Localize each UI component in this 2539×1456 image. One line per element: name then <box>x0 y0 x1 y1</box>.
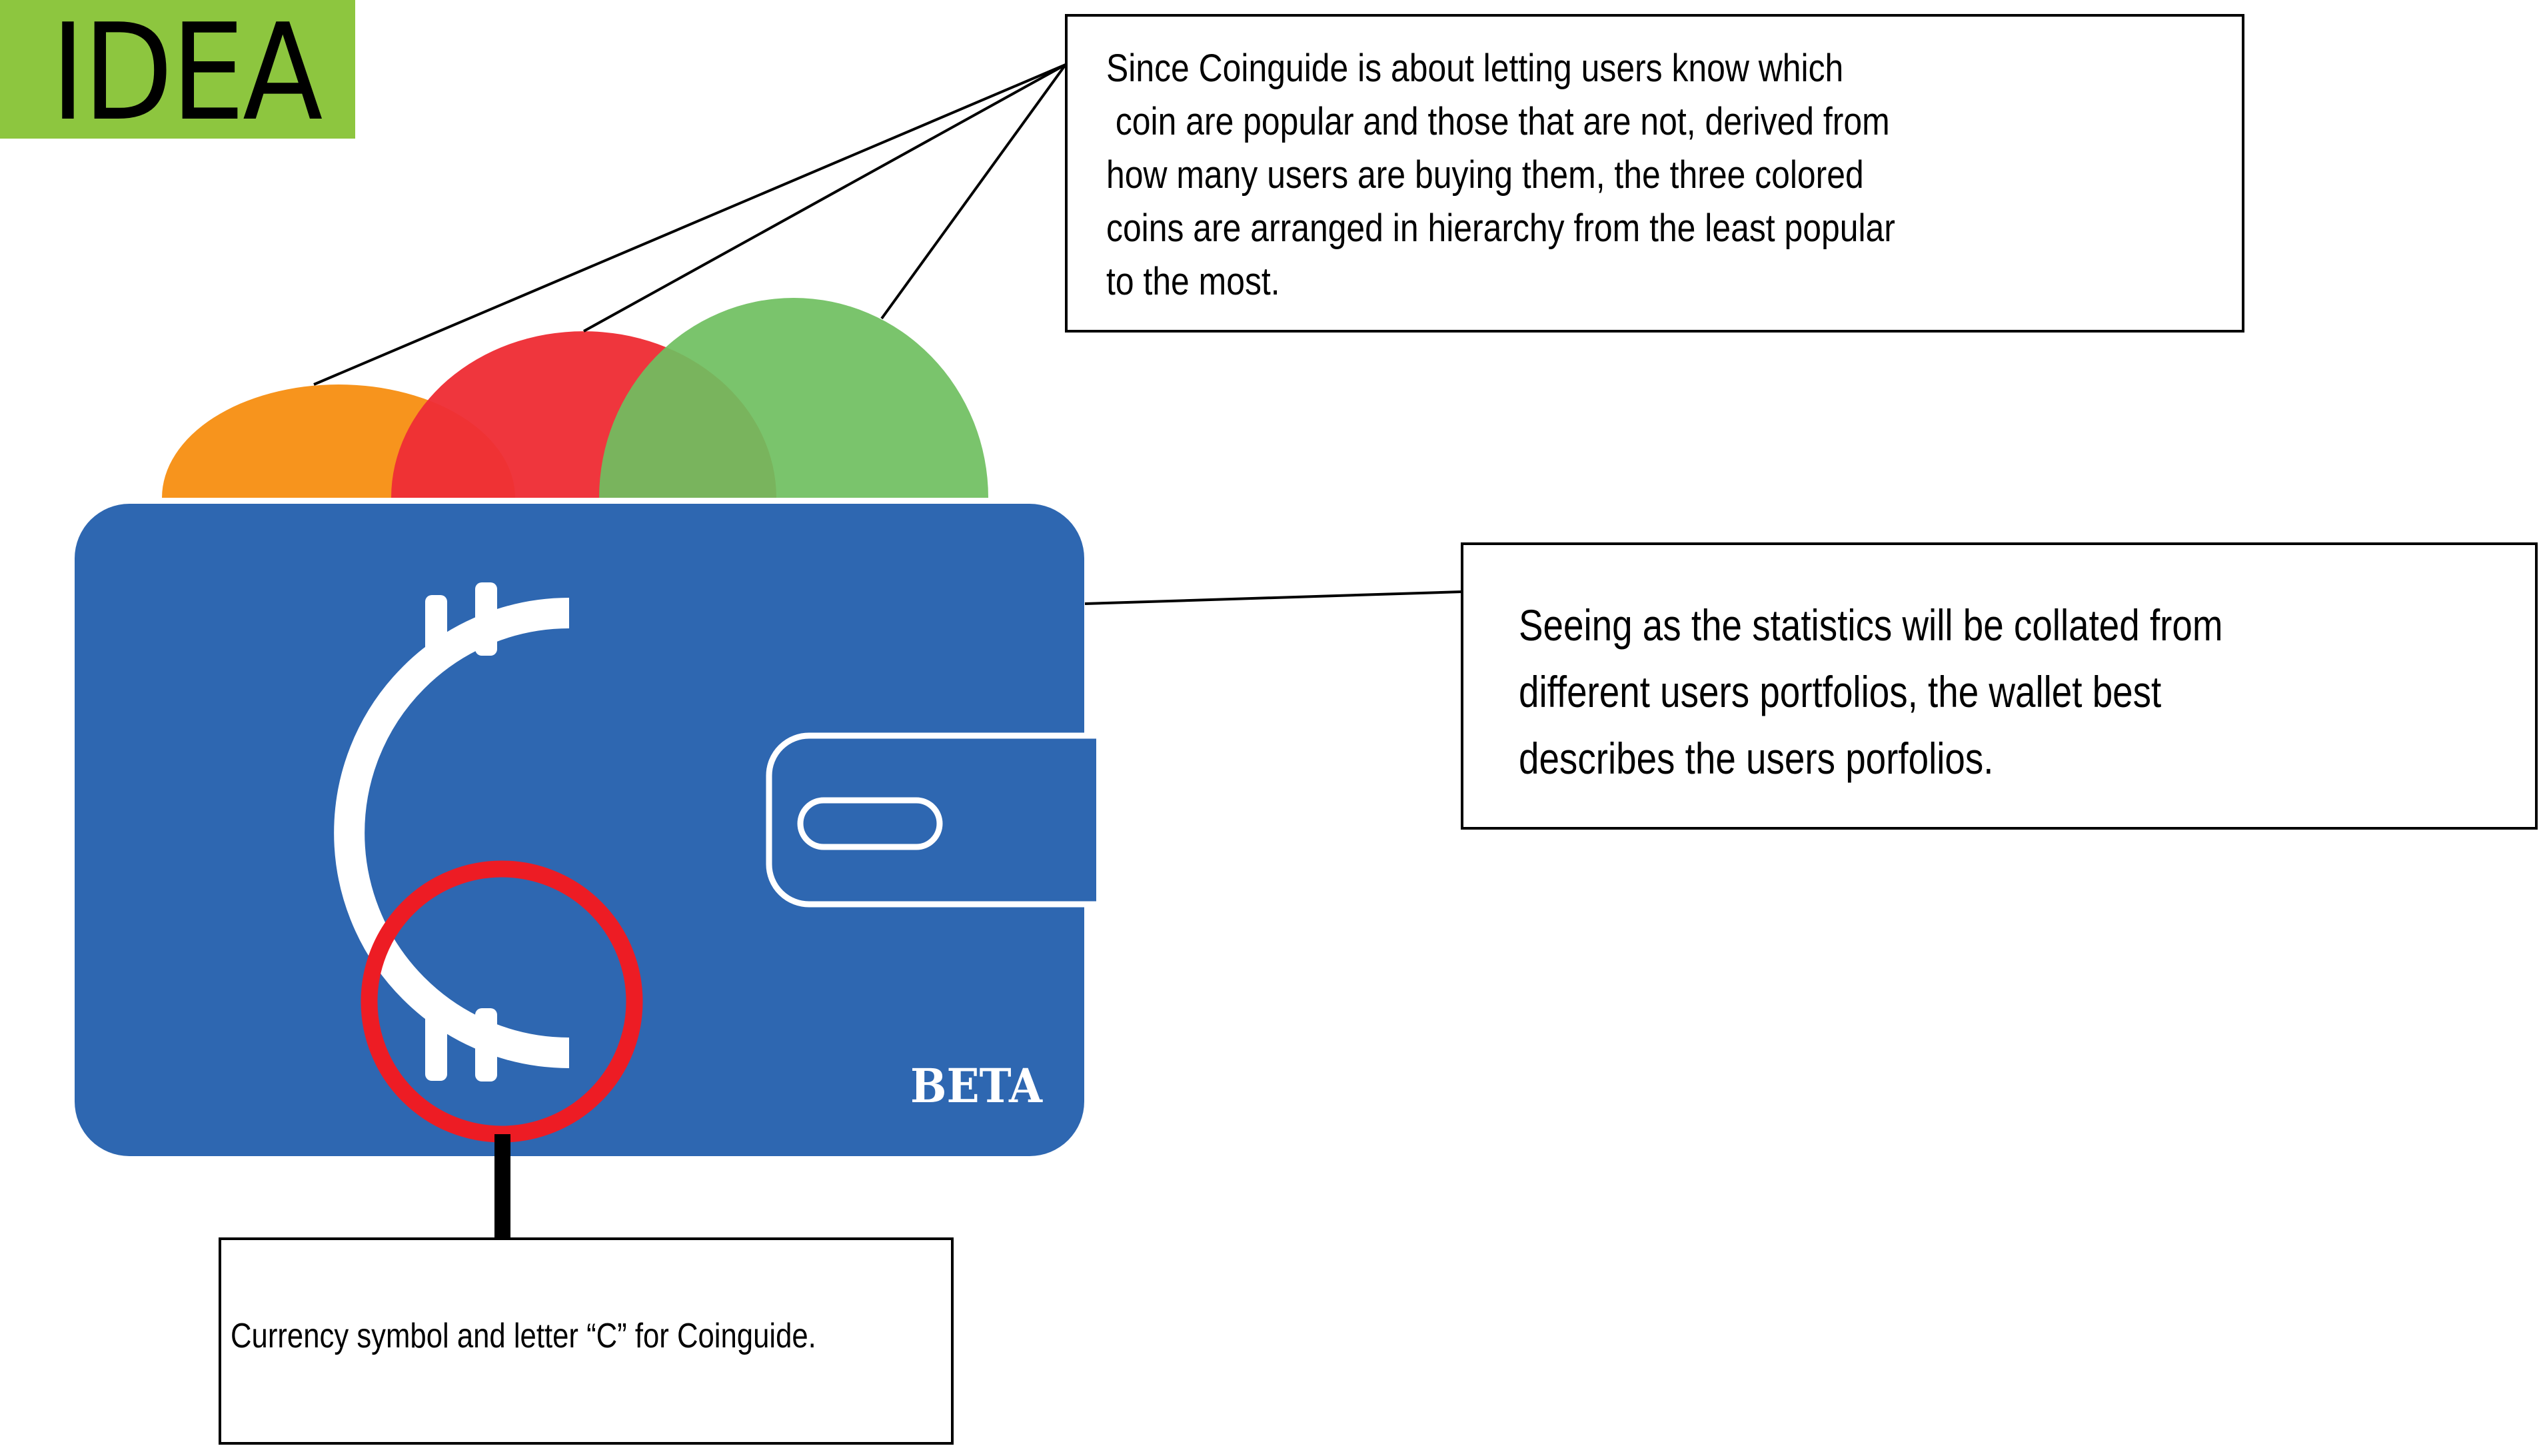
symbol-c-arc <box>334 598 570 1068</box>
leader-line-orange <box>313 63 1066 386</box>
note-line: different users portfolios, the wallet b… <box>1519 667 2162 716</box>
wallet-explanation-note: Seeing as the statistics will be collate… <box>1461 542 2538 830</box>
note-line: describes the users porfolios. <box>1519 734 1994 783</box>
note-line: Since Coinguide is about letting users k… <box>1106 47 1844 90</box>
note-line: Currency symbol and letter “C” for Coing… <box>231 1317 816 1355</box>
note-line: to the most. <box>1106 260 1280 303</box>
wallet-leader-line <box>1084 590 1463 605</box>
wallet-body <box>75 504 1084 1156</box>
note-line: how many users are buying them, the thre… <box>1106 153 1864 197</box>
ring-connector-line <box>494 1134 510 1239</box>
leader-line-green <box>880 63 1067 320</box>
leader-line-red <box>583 63 1066 333</box>
coins-explanation-text: Since Coinguide is about letting users k… <box>1106 42 1895 309</box>
coins-group <box>162 298 988 498</box>
idea-title-label: IDEA <box>0 0 355 151</box>
note-line: coin are popular and those that are not,… <box>1106 100 1890 143</box>
symbol-explanation-note: Currency symbol and letter “C” for Coing… <box>219 1237 954 1445</box>
wallet-explanation-text: Seeing as the statistics will be collate… <box>1519 592 2223 792</box>
wallet-beta-badge: BETA <box>910 1058 1044 1113</box>
coinguide-currency-symbol-icon <box>334 582 570 1082</box>
wallet-clasp <box>766 732 1096 908</box>
note-line: Seeing as the statistics will be collate… <box>1519 600 2223 650</box>
note-line: coins are arranged in hierarchy from the… <box>1106 207 1895 250</box>
symbol-explanation-text: Currency symbol and letter “C” for Coing… <box>231 1316 816 1356</box>
idea-title-text: IDEA <box>51 0 323 151</box>
wallet-clasp-slot <box>797 797 943 850</box>
coin-leader-lines <box>313 63 1067 386</box>
coins-explanation-note: Since Coinguide is about letting users k… <box>1065 14 2244 333</box>
green-coin <box>599 298 988 498</box>
